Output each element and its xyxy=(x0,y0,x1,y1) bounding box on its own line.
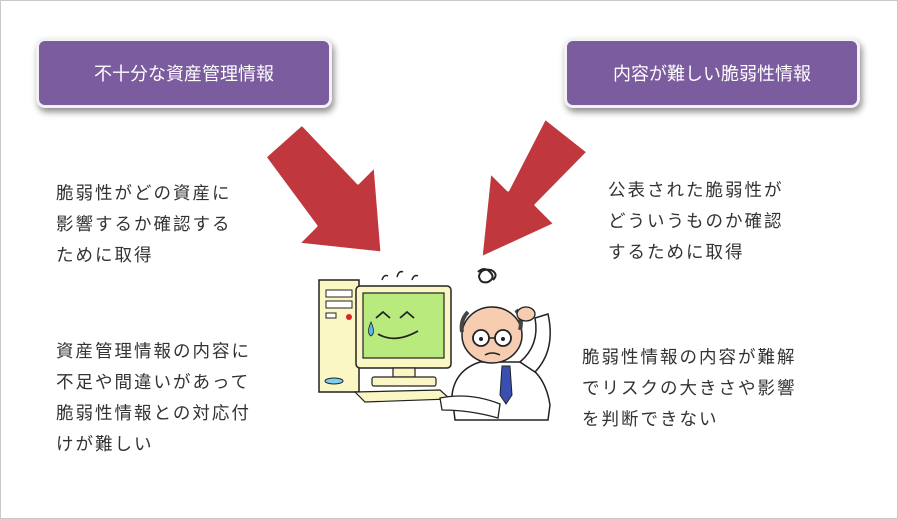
note-line: 影響するか確認する xyxy=(56,215,232,235)
note-line: どういうものか確認 xyxy=(608,212,784,232)
note-line: を判断できない xyxy=(582,410,719,430)
note-bottom-right: 脆弱性情報の内容が難解 でリスクの大きさや影響 を判断できない xyxy=(582,343,797,436)
note-top-right: 公表された脆弱性が どういうものか確認 するために取得 xyxy=(608,176,784,269)
right-arrow xyxy=(479,116,590,260)
computer-tower xyxy=(318,279,360,393)
confused-man xyxy=(439,268,551,421)
note-line: するために取得 xyxy=(608,243,745,263)
left-arrow xyxy=(263,122,384,255)
difficult-vuln-info-box: 内容が難しい脆弱性情報 xyxy=(564,38,860,108)
note-line: 脆弱性がどの資産に xyxy=(56,184,232,204)
box-right-label: 内容が難しい脆弱性情報 xyxy=(613,64,811,85)
note-line: 不足や間違いがあって xyxy=(56,373,251,393)
note-line: 脆弱性情報との対応付 xyxy=(56,404,251,424)
keyboard xyxy=(353,389,452,403)
note-top-left: 脆弱性がどの資産に 影響するか確認する ために取得 xyxy=(56,179,232,272)
note-line: 資産管理情報の内容に xyxy=(56,342,251,362)
box-left-label: 不十分な資産管理情報 xyxy=(94,64,274,85)
note-line: でリスクの大きさや影響 xyxy=(582,379,797,399)
note-bottom-left: 資産管理情報の内容に 不足や間違いがあって 脆弱性情報との対応付 けが難しい xyxy=(56,337,251,461)
note-line: けが難しい xyxy=(56,435,154,455)
note-line: 脆弱性情報の内容が難解 xyxy=(582,348,797,368)
note-line: 公表された脆弱性が xyxy=(608,181,784,201)
insufficient-asset-info-box: 不十分な資産管理情報 xyxy=(36,38,332,108)
monitor xyxy=(355,270,452,387)
note-line: ために取得 xyxy=(56,246,154,266)
